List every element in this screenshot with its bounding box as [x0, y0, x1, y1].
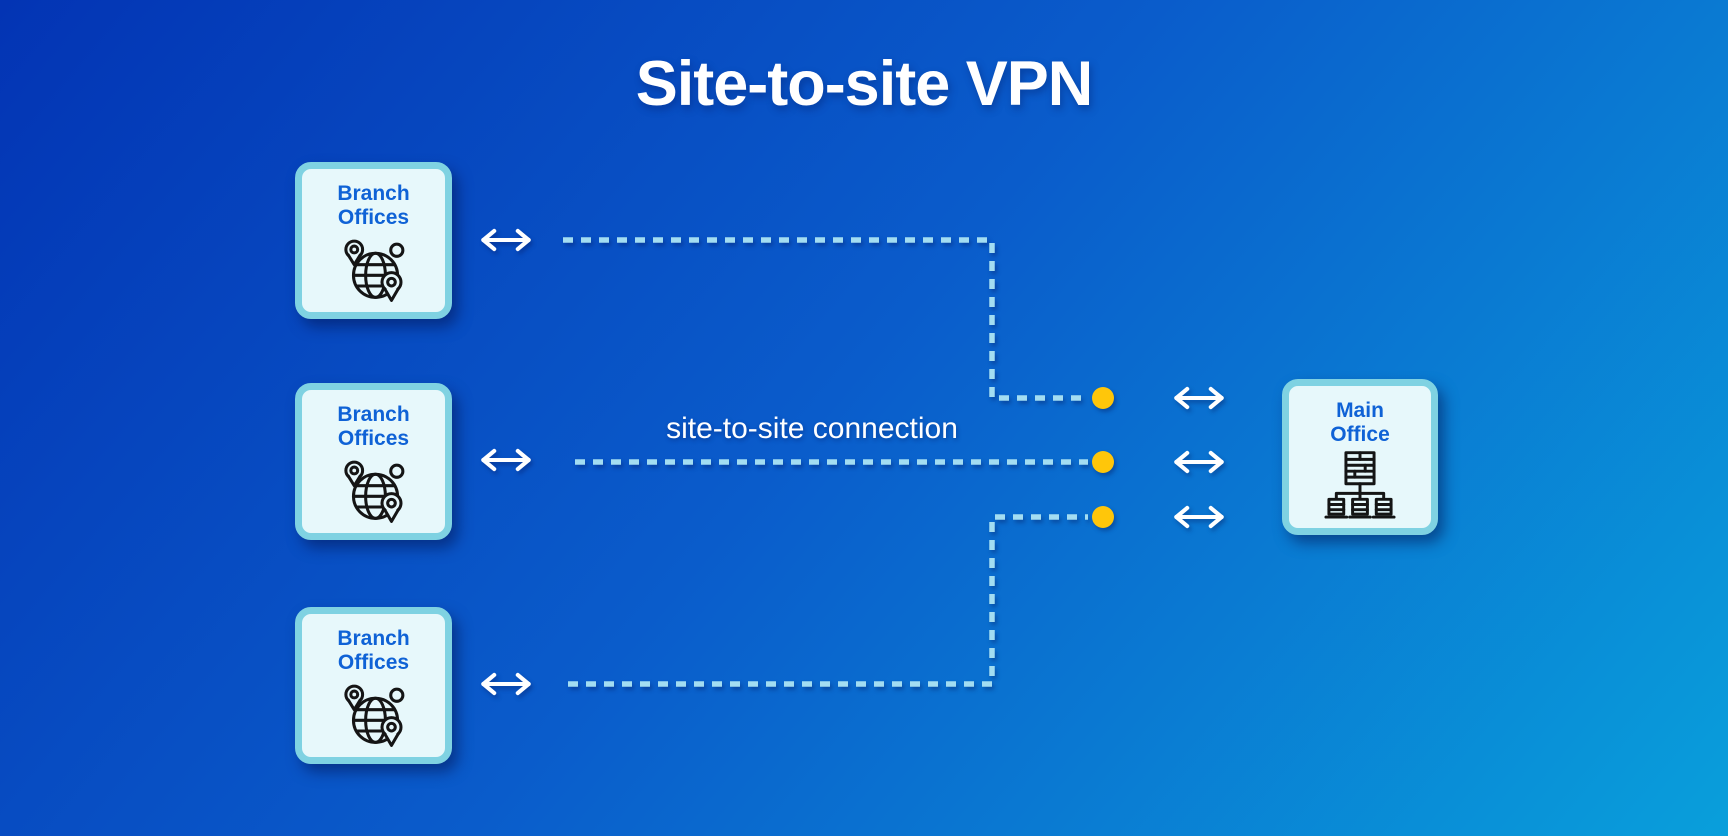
branch-label-line2: Offices	[337, 651, 410, 675]
diagram-title: Site-to-site VPN	[635, 49, 1094, 119]
main-office-label: Main Office	[1330, 399, 1390, 447]
branch-office-label: Branch Offices	[337, 182, 409, 230]
endpoint-dot	[1092, 451, 1114, 473]
globe-location-pins-icon	[343, 460, 404, 524]
branch-label-line2: Offices	[337, 427, 410, 451]
branch-office-node-3: Branch Offices	[295, 607, 452, 764]
branch-label-line1: Branch	[337, 627, 410, 650]
branch-label-line2: Offices	[337, 206, 410, 230]
tunnel-line-branch1	[563, 237, 1088, 401]
endpoint-dot	[1092, 387, 1114, 409]
globe-location-pins-icon	[343, 239, 404, 303]
bidirectional-arrow-icon	[481, 672, 531, 696]
branch-office-label: Branch Offices	[337, 403, 409, 451]
bidirectional-arrow-icon	[1174, 450, 1224, 474]
branch-label-line1: Branch	[337, 403, 410, 426]
network-hierarchy-icon	[1324, 451, 1396, 519]
main-label-line2: Office	[1330, 423, 1390, 447]
endpoint-dot	[1092, 506, 1114, 528]
globe-location-pins-icon	[343, 684, 404, 748]
connection-caption: site-to-site connection	[666, 412, 958, 445]
bidirectional-arrow-icon	[481, 448, 531, 472]
bidirectional-arrow-icon	[1174, 386, 1224, 410]
bidirectional-arrow-icon	[481, 228, 531, 252]
tunnel-line-branch3	[568, 514, 1088, 687]
branch-office-node-2: Branch Offices	[295, 383, 452, 540]
branch-label-line1: Branch	[337, 182, 410, 205]
branch-office-node-1: Branch Offices	[295, 162, 452, 319]
bidirectional-arrow-icon	[1174, 505, 1224, 529]
branch-office-label: Branch Offices	[337, 627, 409, 675]
main-label-line1: Main	[1336, 399, 1384, 422]
main-office-node: Main Office	[1282, 379, 1438, 535]
